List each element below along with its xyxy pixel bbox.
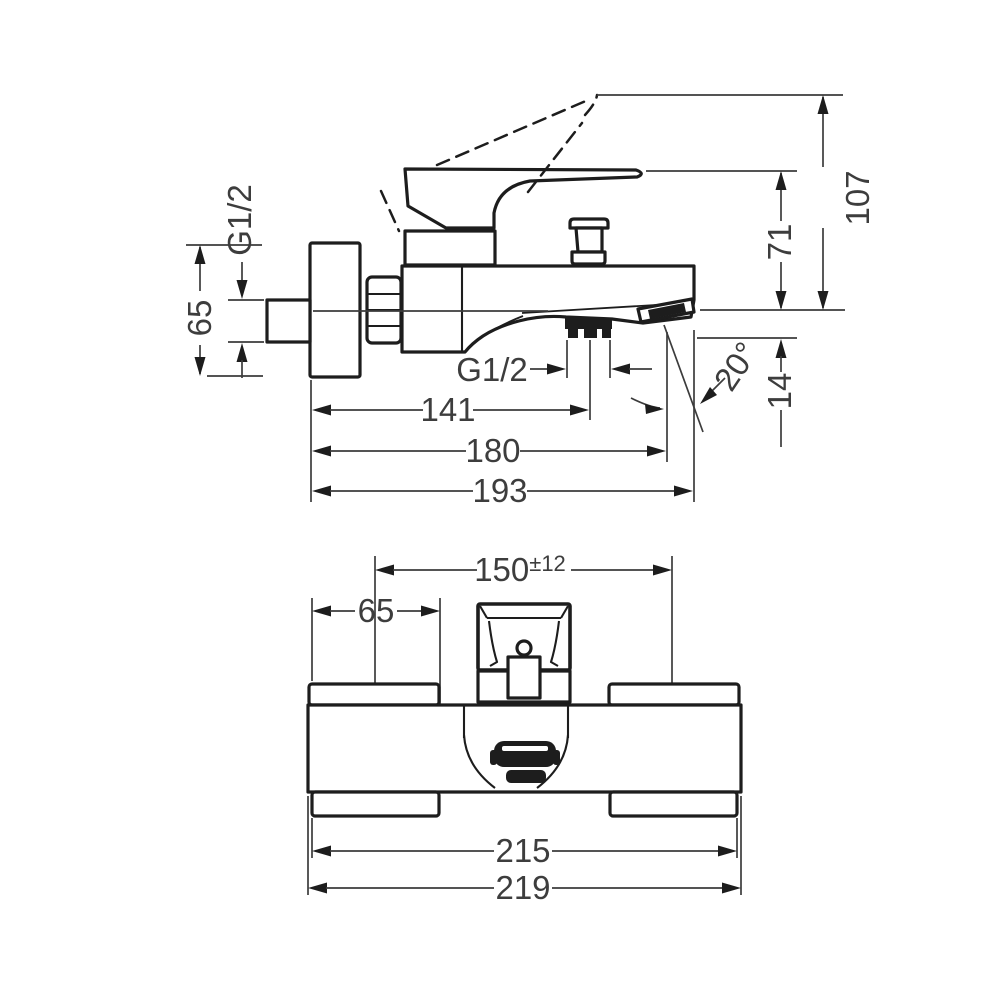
dim-escutcheon-width: 65 [311, 592, 441, 724]
dim-text-141: 141 [420, 391, 475, 428]
dim-text-107: 107 [839, 170, 876, 225]
side-view: 107 71 14 20° [181, 93, 876, 509]
front-view: 150±12 65 [306, 551, 743, 906]
spout-fillet-left [462, 734, 496, 789]
dim-width-total: 219 [308, 869, 741, 906]
supply-stub [265, 298, 312, 344]
cartridge-cover [403, 229, 497, 267]
spout-outlet-front [490, 741, 560, 783]
left-escutcheon-bottom [310, 790, 441, 818]
dim-text-219: 219 [495, 869, 550, 906]
dim-text-65-front: 65 [358, 592, 395, 629]
dim-connection-distance: 150±12 [375, 551, 672, 588]
dim-reach-outlet: 141 [312, 391, 589, 428]
diverter-knob [568, 217, 610, 266]
dim-escutcheon-height: 65 [181, 244, 263, 377]
dim-text-71: 71 [761, 224, 798, 261]
right-escutcheon-top [607, 682, 741, 707]
dim-text-150-tolerance: ±12 [529, 551, 566, 576]
dim-handle-height: 71 [761, 171, 798, 310]
dim-reach-total: 193 [312, 472, 693, 509]
dim-overall-height: 107 [817, 95, 876, 310]
handle-indicator-dot [515, 639, 533, 657]
outlet-tip-slot [648, 303, 686, 319]
dim-text-215: 215 [495, 832, 550, 869]
dim-wall-thread: G1/2 [221, 184, 264, 378]
wall-escutcheon-side [308, 241, 362, 379]
dim-outlet-thread: G1/2 [456, 351, 652, 388]
lever-raised-dashed [379, 93, 599, 233]
dim-text-180: 180 [465, 432, 520, 469]
dim-width-inner: 215 [312, 832, 737, 869]
dim-spout-angle: 20° [630, 324, 765, 462]
right-escutcheon-bottom [608, 790, 739, 818]
dim-text-150-value: 150 [474, 551, 529, 588]
spout-underside-line [468, 315, 524, 349]
left-escutcheon-top [307, 682, 441, 707]
dim-text-g12-outlet: G1/2 [456, 351, 528, 388]
dim-text-65-side: 65 [181, 300, 218, 337]
lever-handle-side [403, 167, 643, 230]
spout-aerator [565, 318, 612, 338]
dim-text-14: 14 [761, 373, 798, 410]
dim-outlet-drop: 14 [761, 339, 798, 447]
handle-stem-front [506, 655, 542, 700]
dim-text-150: 150±12 [474, 551, 566, 588]
dim-text-193: 193 [472, 472, 527, 509]
dim-text-g12-wall: G1/2 [221, 184, 258, 256]
lever-handle-front [476, 602, 572, 672]
dim-reach-front: 180 [312, 432, 666, 469]
